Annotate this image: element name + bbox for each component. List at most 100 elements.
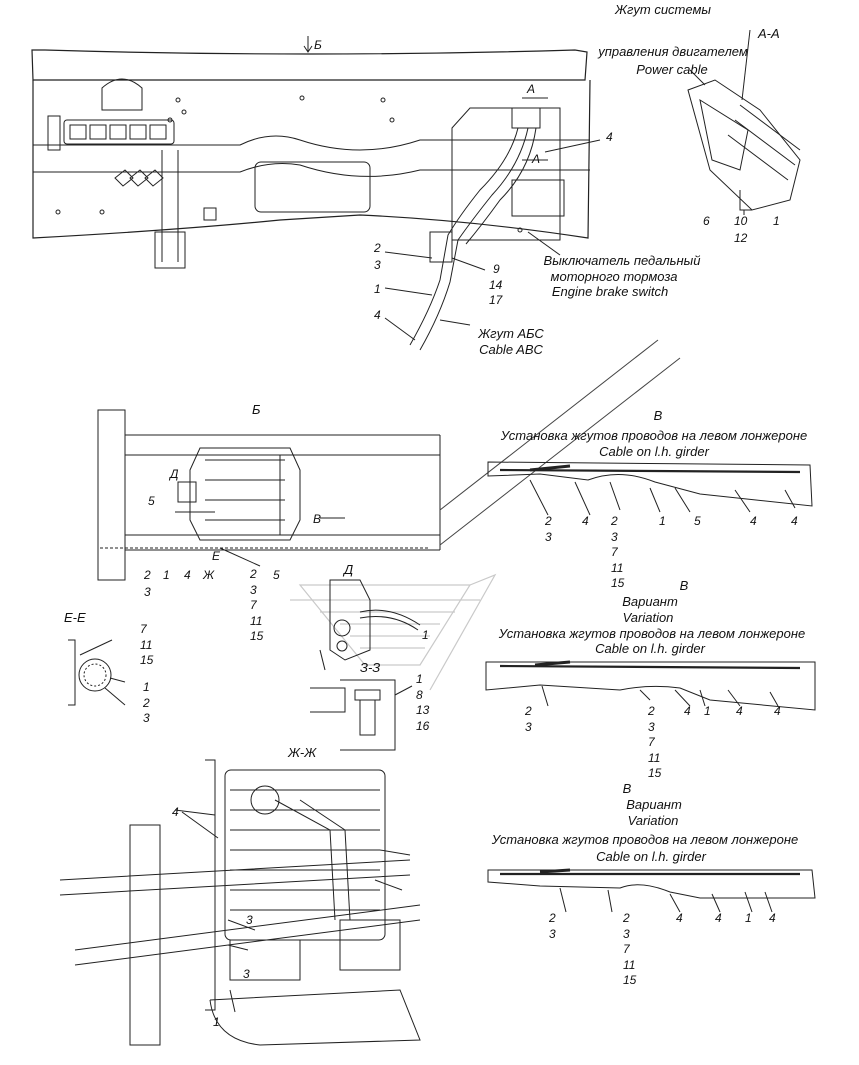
view-v2-variant-ru: Вариант (622, 594, 678, 609)
view-v2-callout-1: 1 (704, 704, 711, 718)
section-aa-title: А-А (758, 26, 780, 41)
view-ee-detail (68, 639, 126, 706)
view-v1-girder (487, 461, 813, 516)
view-d-callout-1: 1 (422, 628, 429, 642)
aa-caption-ru-1: Жгут системы (615, 2, 711, 17)
section-a-marker-bottom: А (532, 152, 541, 166)
view-b-marker-d: Д (170, 467, 179, 481)
top-callout-17: 17 (489, 293, 503, 307)
view-v1-title-en: Cable on l.h. girder (599, 444, 709, 459)
view-v3-callout-4a: 4 (676, 911, 683, 925)
callout: 2 (525, 704, 532, 718)
view-v3-title-en: Cable on l.h. girder (596, 849, 706, 864)
view-v1-callout-4a: 4 (750, 514, 757, 528)
view-b-title: Б (252, 402, 261, 417)
view-zhzh-callout-3b: 3 (243, 967, 250, 981)
callout: 2 (250, 567, 257, 581)
switch-caption-en: Engine brake switch (551, 284, 669, 299)
view-v1-right-group: 2 3 7 11 15 (611, 514, 624, 592)
callout: 3 (143, 711, 150, 725)
view-v3-callout-4c: 4 (769, 911, 776, 925)
view-v2-left-group: 2 3 (525, 704, 532, 735)
view-v3-left-group: 2 3 (549, 911, 556, 942)
callout: 15 (250, 629, 264, 643)
callout: 2 (623, 911, 630, 925)
view-b-callout-5a: 5 (148, 494, 155, 508)
view-v1-callout-5: 5 (694, 514, 701, 528)
view-v3-girder (487, 868, 816, 913)
callout: 3 (545, 529, 552, 544)
view-v3-variant-en: Variation (627, 813, 679, 828)
callout: 7 (623, 942, 630, 956)
view-b-callout-1: 1 (163, 568, 170, 582)
view-v2-variant-en: Variation (622, 610, 674, 625)
view-v3-variant-ru: Вариант (626, 797, 682, 812)
view-b-marker-v: В (313, 512, 322, 526)
abs-caption-en: Cable ABC (479, 342, 543, 357)
view-zhzh-title: Ж-Ж (288, 745, 317, 760)
top-callout-4b: 4 (374, 308, 381, 322)
callout: 3 (525, 719, 532, 734)
callout: 3 (648, 719, 655, 734)
callout: 15 (140, 653, 154, 667)
view-v1-callout-4b: 4 (791, 514, 798, 528)
callout: 7 (611, 545, 618, 559)
view-d-title: Д (344, 562, 354, 577)
callout: 15 (648, 766, 662, 780)
view-zhzh-callout-1: 1 (213, 1015, 220, 1029)
view-v3-mid-group: 2 3 7 11 15 (623, 911, 636, 989)
view-v2-callout-4a: 4 (684, 704, 691, 718)
view-v1-callout-4: 4 (582, 514, 589, 528)
abs-caption-ru: Жгут АБС (478, 326, 544, 341)
aa-callout-10: 10 (734, 214, 748, 228)
watermark-logo (290, 573, 497, 691)
view-v3-title-ru: Установка жгутов проводов на левом лонже… (491, 832, 799, 847)
callout: 11 (648, 750, 661, 765)
frame-top-view (31, 36, 601, 351)
aa-callout-12: 12 (734, 231, 748, 245)
view-b-callout-2: 2 (144, 568, 151, 582)
view-v1-callout-1: 1 (659, 514, 666, 528)
callout: 1 (143, 680, 150, 694)
view-ee-group-bottom: 1 2 3 (143, 680, 150, 727)
view-ee-title: Е-Е (64, 610, 86, 625)
view-v1-letter: В (653, 408, 663, 423)
switch-caption-ru-2: моторного тормоза (550, 269, 678, 284)
view-v2-letter: В (679, 578, 689, 593)
view-v2-callout-4c: 4 (774, 704, 781, 718)
callout: 11 (623, 957, 636, 972)
callout: 8 (416, 687, 423, 702)
callout: 7 (250, 598, 257, 612)
view-v3-letter: В (622, 781, 632, 796)
view-zhzh-callout-4: 4 (172, 805, 179, 819)
view-b-callout-group: 2 3 7 11 15 (250, 567, 263, 645)
view-zhzh-engine (59, 759, 421, 1046)
callout: 15 (623, 973, 637, 987)
aa-caption-en: Power cable (636, 62, 708, 77)
top-callout-2: 2 (374, 241, 381, 255)
callout: 3 (549, 926, 556, 941)
callout: 1 (416, 672, 423, 686)
callout: 2 (549, 911, 556, 925)
top-callout-9: 9 (493, 262, 500, 276)
switch-caption-ru-1: Выключатель педальный (543, 253, 701, 268)
view-zz-detail (310, 679, 413, 751)
callout: 7 (648, 735, 655, 749)
aa-caption-ru-2: управления двигателем (598, 44, 748, 59)
callout: 3 (250, 582, 257, 597)
callout: 13 (416, 703, 430, 717)
view-v1-title-ru: Установка жгутов проводов на левом лонже… (500, 428, 808, 443)
view-b-marker-e: Е (212, 549, 221, 563)
view-v2-girder (485, 660, 816, 711)
callout: 11 (250, 613, 263, 628)
view-b-marker: Б (314, 38, 322, 52)
callout: 3 (611, 529, 618, 544)
top-callout-4: 4 (606, 130, 613, 144)
view-zz-group: 1 8 13 16 (416, 672, 429, 734)
view-ee-group-top: 7 11 15 (140, 622, 153, 669)
view-d-detail (319, 579, 421, 671)
view-v2-title-ru: Установка жгутов проводов на левом лонже… (498, 626, 806, 641)
aa-callout-6: 6 (703, 214, 710, 228)
